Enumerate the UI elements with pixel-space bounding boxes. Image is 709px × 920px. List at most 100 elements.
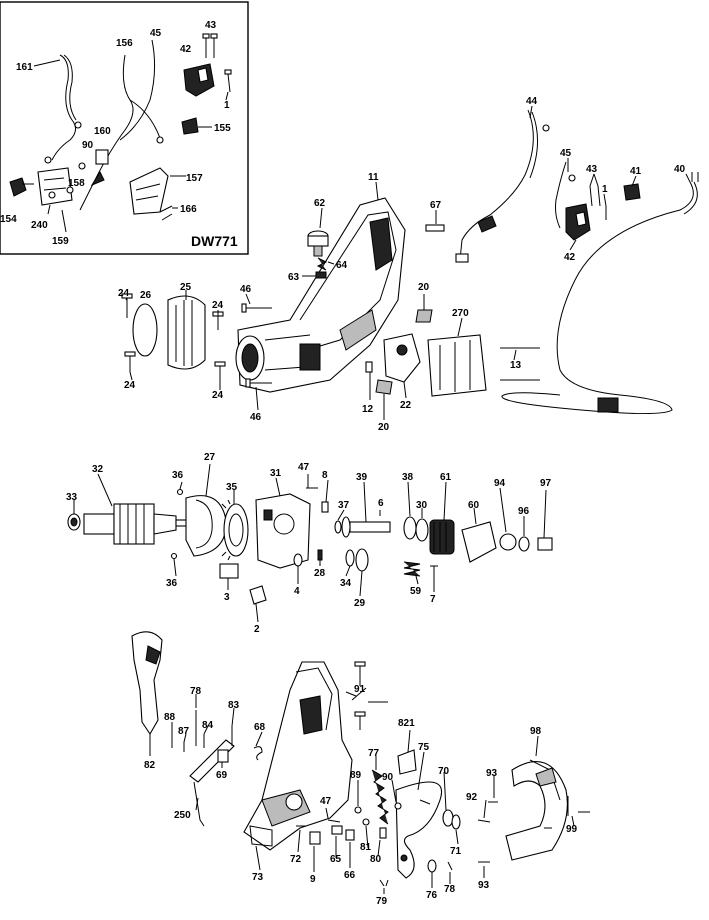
label-4: 4	[294, 586, 300, 597]
inset-label-157: 157	[186, 173, 203, 184]
inset-label-166: 166	[180, 204, 197, 215]
pins-88-87-84-83-78	[171, 710, 233, 752]
fan-cover-25	[167, 295, 206, 370]
spring-64	[316, 257, 328, 271]
spring-77	[371, 769, 389, 825]
label-92: 92	[466, 792, 478, 803]
label-32: 32	[92, 464, 104, 475]
pin-28	[317, 549, 323, 561]
spindle-39	[341, 516, 391, 538]
label-83: 83	[228, 700, 240, 711]
label-24-a: 24	[118, 288, 130, 299]
spring-68	[253, 746, 263, 761]
section2-leaders	[73, 463, 547, 623]
spring-59	[403, 561, 421, 577]
label-20-a: 20	[418, 282, 430, 293]
inset-border	[0, 1, 249, 255]
pin-67	[425, 224, 445, 232]
plate-3	[219, 563, 239, 579]
part-160	[95, 149, 109, 165]
label-94: 94	[494, 478, 506, 489]
inset-label-160: 160	[94, 126, 111, 137]
linkage-250-69	[189, 739, 235, 827]
label-24-c: 24	[124, 380, 136, 391]
part-78-b	[447, 861, 453, 871]
label-99: 99	[566, 824, 578, 835]
washer-70	[442, 809, 454, 827]
label-78-a: 78	[190, 686, 202, 697]
part-89	[354, 806, 362, 814]
part-66	[345, 829, 355, 841]
label-12: 12	[362, 404, 374, 415]
label-13: 13	[510, 360, 522, 371]
inset-label-1: 1	[224, 100, 230, 111]
label-34: 34	[340, 578, 352, 589]
label-62: 62	[314, 198, 326, 209]
label-77: 77	[368, 748, 380, 759]
section1-leaders	[125, 105, 691, 420]
label-63: 63	[288, 272, 300, 283]
label-31: 31	[270, 468, 282, 479]
washer-94	[499, 533, 517, 551]
label-20-b: 20	[378, 422, 390, 433]
knob-62	[307, 230, 329, 257]
plate-26	[132, 303, 158, 357]
ring-30	[415, 518, 429, 542]
label-89: 89	[350, 770, 362, 781]
wire-bundle-156-45	[79, 39, 164, 211]
plug-154	[9, 177, 34, 197]
label-29: 29	[354, 598, 366, 609]
inset-label-90: 90	[82, 140, 94, 151]
label-70: 70	[438, 766, 450, 777]
inset-label-155: 155	[214, 123, 231, 134]
label-88: 88	[164, 712, 176, 723]
washer-71	[451, 814, 461, 830]
armature-32	[83, 503, 189, 545]
label-26: 26	[140, 290, 152, 301]
label-82: 82	[144, 760, 156, 771]
label-6: 6	[378, 498, 384, 509]
label-68: 68	[254, 722, 266, 733]
saw-body-73	[243, 661, 353, 851]
field-coil-270	[427, 334, 487, 397]
label-75: 75	[418, 742, 430, 753]
label-76: 76	[426, 890, 438, 901]
label-37: 37	[338, 500, 350, 511]
inset-label-240: 240	[31, 220, 48, 231]
connector-155	[181, 117, 199, 135]
label-27: 27	[204, 452, 216, 463]
label-93-a: 93	[486, 768, 498, 779]
gearcase-31	[255, 493, 311, 569]
label-67: 67	[430, 200, 442, 211]
inset-dw771: 161 156 45 43 42 1 160 90 155 158 157 15…	[0, 1, 249, 255]
screws-43-inset	[202, 33, 218, 58]
label-11: 11	[368, 172, 379, 183]
lower-guard-75	[395, 781, 442, 879]
brush-cap-20-bottom	[375, 379, 393, 395]
inset-label-159: 159	[52, 236, 69, 247]
label-36-b: 36	[166, 578, 178, 589]
screws-93-92-99	[477, 796, 590, 863]
label-46-a: 46	[240, 284, 252, 295]
label-64: 64	[336, 260, 348, 271]
label-38: 38	[402, 472, 414, 483]
label-41: 41	[630, 166, 642, 177]
label-69: 69	[216, 770, 228, 781]
screw-47-b	[327, 819, 341, 823]
inset-label-161: 161	[16, 62, 33, 73]
label-2: 2	[254, 624, 260, 635]
screws-166	[159, 205, 173, 221]
switch-assy-right	[555, 161, 641, 241]
housing-60	[461, 521, 497, 563]
label-24-b: 24	[212, 300, 224, 311]
section-motor-housing: 11 62 64 63 67 44 45 43 1 41 40 42 24 26…	[118, 96, 699, 433]
label-33: 33	[66, 492, 78, 503]
label-80: 80	[370, 854, 382, 865]
label-87: 87	[178, 726, 190, 737]
inset-label-45: 45	[150, 28, 162, 39]
label-84: 84	[202, 720, 214, 731]
label-39: 39	[356, 472, 368, 483]
label-72: 72	[290, 854, 302, 865]
label-43-right: 43	[586, 164, 598, 175]
